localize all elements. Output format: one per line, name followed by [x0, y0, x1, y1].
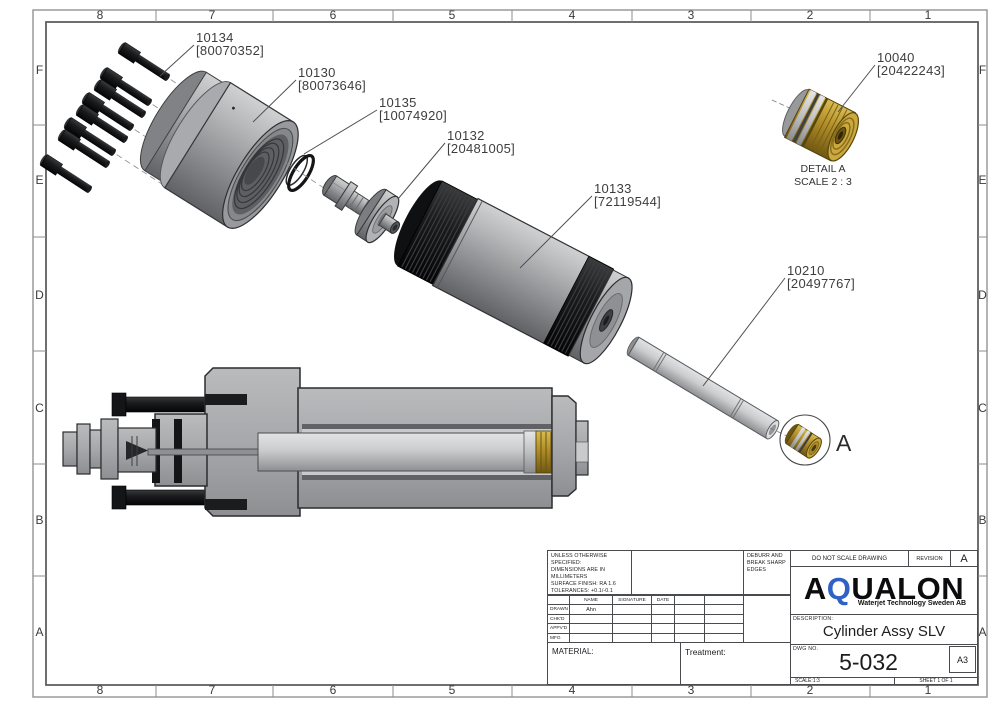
- part-10040-seal-detail: [782, 88, 860, 162]
- callout-10130-no: 10130: [298, 65, 336, 80]
- logo-letter: A: [803, 570, 827, 606]
- logo-wordmark: AQUALON: [803, 570, 965, 606]
- spec-line: TOLERANCES: +0.1/-0.1: [551, 587, 613, 594]
- table-blank-right: [743, 595, 791, 643]
- description-box: DESCRIPTION: Cylinder Assy SLV: [790, 614, 978, 645]
- deburr-box: DEBURR AND BREAK SHARP EDGES: [743, 550, 791, 595]
- callout-10133-ref: [72119544]: [594, 194, 661, 209]
- grid-row-label: D: [978, 288, 987, 302]
- material-box: MATERIAL:: [547, 642, 681, 685]
- grid-row-label: D: [35, 288, 44, 302]
- grid-ticks: [33, 10, 987, 697]
- grid-col-label: 8: [97, 683, 104, 697]
- callouts: 10134 [80070352] 10130 [80073646] 10135 …: [196, 30, 945, 291]
- treatment-box: Treatment:: [680, 642, 791, 685]
- grid-col-label: 6: [330, 8, 337, 22]
- callout-10130-ref: [80073646]: [298, 78, 366, 93]
- revision-value: A: [950, 550, 978, 567]
- paper-size: A3: [949, 646, 976, 673]
- grid-row-label: C: [978, 401, 987, 415]
- grid-row-label: B: [978, 513, 986, 527]
- grid-row-label: A: [978, 625, 986, 639]
- grid-row-label: A: [35, 625, 43, 639]
- callout-10132-no: 10132: [447, 128, 485, 143]
- spec-line: SURFACE FINISH: RA 1.6: [551, 580, 616, 587]
- grid-col-label: 1: [925, 8, 932, 22]
- detail-view-title: DETAIL A: [801, 163, 846, 175]
- grid-col-label: 2: [807, 683, 814, 697]
- part-10210-rod: [626, 336, 780, 440]
- grid-col-label: 2: [807, 8, 814, 22]
- grid-col-label: 5: [449, 8, 456, 22]
- grid-col-label: 7: [209, 8, 216, 22]
- revision-label: REVISION: [908, 550, 951, 567]
- callout-10134-no: 10134: [196, 30, 234, 45]
- logo-tagline: Waterjet Technology Sweden AB: [857, 600, 967, 608]
- part-10134-screws: [39, 42, 242, 201]
- axis-dash: [771, 99, 797, 112]
- leader-lines: [159, 44, 876, 387]
- detail-marker-circle: [779, 414, 831, 466]
- spec-box: UNLESS OTHERWISE SPECIFIED: DIMENSIONS A…: [547, 550, 632, 595]
- part-10133-cylinder: [394, 180, 633, 365]
- part-seal-small: [784, 423, 822, 459]
- detail-marker-label: A: [836, 430, 852, 456]
- grid-col-label: 6: [330, 683, 337, 697]
- description-value: Cylinder Assy SLV: [822, 623, 946, 640]
- part-10130-nut: [139, 70, 299, 229]
- grid-col-label: 5: [449, 683, 456, 697]
- grid-row-label: C: [35, 401, 44, 415]
- callout-10040-ref: [20422243]: [877, 63, 945, 78]
- description-label: DESCRIPTION:: [793, 616, 834, 622]
- grid-col-label: 3: [688, 683, 695, 697]
- grid-row-label: F: [36, 63, 43, 77]
- grid-col-label: 3: [688, 8, 695, 22]
- scale-box: SCALE:1:3: [790, 677, 895, 685]
- dwg-no-value: 5-032: [839, 648, 898, 675]
- blank-box: [631, 550, 744, 595]
- callout-10135-no: 10135: [379, 95, 417, 110]
- grid-col-label: 4: [569, 8, 576, 22]
- grid-row-label: B: [35, 513, 43, 527]
- exploded-view: A DETAIL A SCALE 2 : 3: [39, 30, 945, 466]
- grid-col-label: 8: [97, 8, 104, 22]
- spec-line: UNLESS OTHERWISE SPECIFIED:: [551, 553, 608, 566]
- logo-letter-q: Q: [826, 570, 852, 606]
- deburr-line: BREAK SHARP: [747, 559, 786, 566]
- part-10132-valve: [322, 175, 401, 244]
- deburr-line: EDGES: [747, 566, 767, 573]
- callout-10210-no: 10210: [787, 263, 825, 278]
- title-block: UNLESS OTHERWISE SPECIFIED: DIMENSIONS A…: [547, 550, 978, 685]
- detail-view-scale: SCALE 2 : 3: [794, 176, 852, 188]
- callout-10134-ref: [80070352]: [196, 43, 264, 58]
- dwg-no-label: DWG NO.: [793, 646, 819, 652]
- spec-line: DIMENSIONS ARE IN MILLIMETERS: [551, 566, 606, 580]
- grid-col-label: 1: [925, 683, 932, 697]
- axis-dash: [769, 427, 788, 437]
- section-view: [62, 367, 589, 517]
- grid-labels: 8 7 6 5 4 3 2 1 8 7 6 5 4 3 2 1 F E D C …: [35, 8, 987, 697]
- grid-row-label: F: [979, 63, 986, 77]
- logo-letters: UALON: [851, 570, 965, 606]
- grid-row-label: E: [35, 173, 43, 187]
- company-logo: AQUALON Waterjet Technology Sweden AB: [790, 566, 978, 615]
- callout-10133-no: 10133: [594, 181, 632, 196]
- sheet-box: SHEET 1 OF 1: [894, 677, 978, 685]
- sheet-border: 8 7 6 5 4 3 2 1 8 7 6 5 4 3 2 1 F E D C …: [32, 8, 988, 698]
- callout-10132-ref: [20481005]: [447, 141, 515, 156]
- grid-row-label: E: [978, 173, 986, 187]
- deburr-line: DEBURR AND: [747, 553, 783, 559]
- grid-col-label: 4: [569, 683, 576, 697]
- callout-10135-ref: [10074920]: [379, 108, 447, 123]
- callout-10040-no: 10040: [877, 50, 915, 65]
- do-not-scale-box: DO NOT SCALE DRAWING: [790, 550, 909, 567]
- callout-10210-ref: [20497767]: [787, 276, 855, 291]
- grid-col-label: 7: [209, 683, 216, 697]
